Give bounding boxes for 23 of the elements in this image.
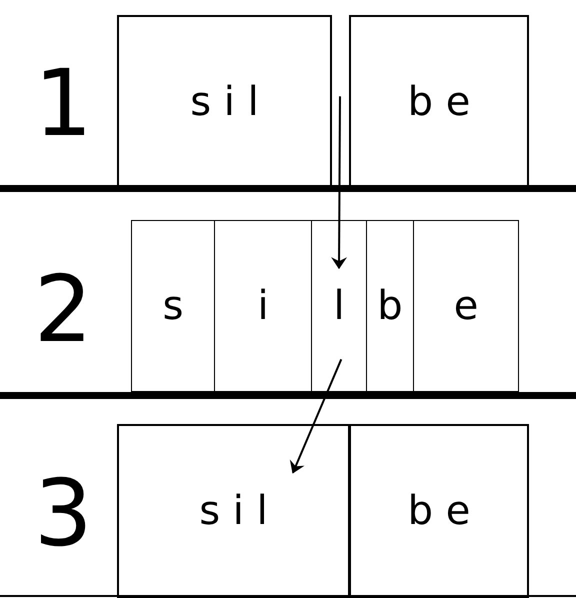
segment-text: i [257,286,269,326]
segment-box [131,220,215,392]
segment-text: e [454,286,478,326]
segment-box [413,220,519,392]
segment-text: b [377,286,403,326]
segment-text: s i l [190,82,259,122]
row-number: 3 [34,468,93,560]
row-number: 2 [34,264,93,356]
segment-box [349,424,529,598]
segment-text: b e [408,491,470,531]
row-number: 1 [34,58,93,150]
segment-box [117,424,350,598]
arrow [290,358,342,474]
segment-box [117,15,332,188]
arrow [331,96,348,270]
segment-text: s i l [199,491,268,531]
segment-box [366,220,414,392]
segment-box [311,220,367,392]
segment-text: s [162,286,184,326]
segment-text: b e [408,82,470,122]
segment-text: l [333,286,345,326]
segment-box [349,15,529,188]
segment-box [214,220,312,392]
